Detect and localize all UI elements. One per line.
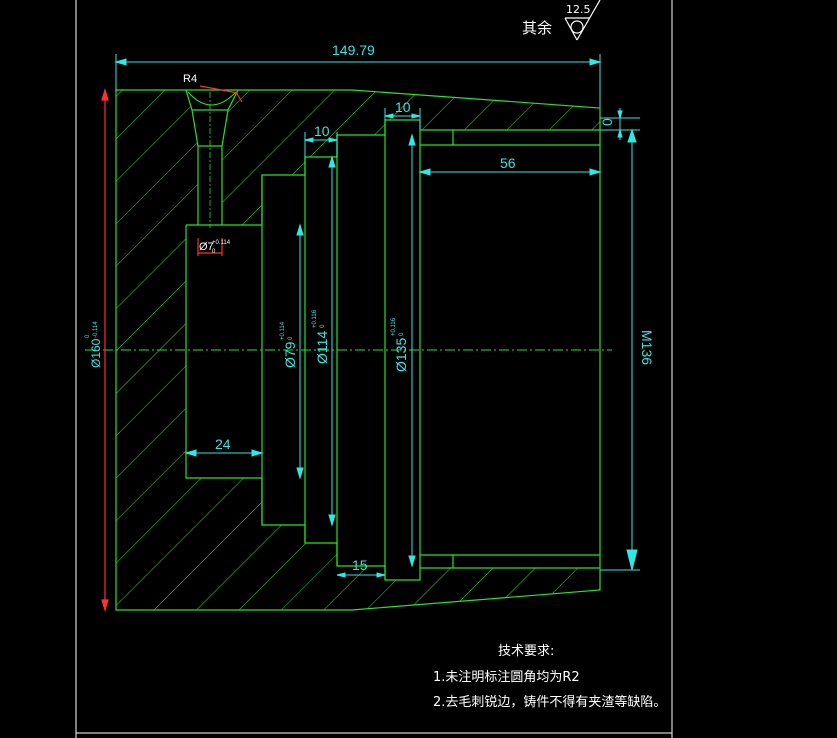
dim-step-width: 15 (352, 557, 368, 573)
dim-bore-dia-group: Ø79 +0.114 0 (280, 321, 298, 368)
dim-bore-dia-tol-lower: 0 (288, 336, 294, 340)
dim-groove-dia-2-tol-upper: +0.116 (391, 317, 397, 336)
dim-groove-dia-2-tol-lower: 0 (399, 332, 405, 336)
dim-groove-dia-2: Ø135 (393, 338, 409, 372)
roughness-symbol: 其余 12.5 (522, 0, 601, 41)
roughness-label: 其余 (522, 19, 552, 37)
dim-hole-dia-tol-lower: 0 (212, 249, 216, 255)
dim-thread-dia: M136 (639, 330, 655, 365)
dim-groove-width-2: 10 (395, 99, 411, 115)
dim-hole-dia: Ø7 (199, 241, 214, 253)
dim-bore-dia-tol-upper: +0.114 (280, 321, 286, 340)
roughness-value: 12.5 (566, 3, 591, 16)
dim-thread-length: 56 (500, 155, 516, 171)
dim-outer-dia: Ø160 (89, 338, 103, 368)
section-hatch (116, 90, 600, 610)
dim-groove-dia-1-tol-upper: +0.116 (312, 309, 318, 328)
dim-groove-width-1: 10 (314, 123, 330, 139)
roughness-check-icon (564, 0, 601, 41)
notes-title: 技术要求: (498, 644, 554, 659)
dim-bore-dia: Ø79 (282, 341, 298, 368)
dim-hole-dia-tol-upper: +0.114 (212, 240, 231, 246)
dim-groove-dia-1-tol-lower: 0 (320, 324, 326, 328)
dimension-lines (114, 54, 640, 578)
technical-notes: 技术要求: 1.未注明标注圆角均为R2 2.去毛刺锐边，铸件不得有夹渣等缺陷。 (433, 644, 666, 710)
dim-bore-depth: 24 (215, 436, 231, 452)
dim-radius: R4 (183, 73, 197, 85)
dim-outer-dia-tol-upper: 0 (85, 334, 91, 338)
drawing-frame (75, 0, 673, 738)
notes-line-2: 2.去毛刺锐边，铸件不得有夹渣等缺陷。 (433, 694, 666, 710)
dim-thread-offset: 0 (599, 118, 615, 126)
dim-outer-dia-group: Ø160 0 -0.114 (85, 321, 103, 368)
dim-groove-dia-1: Ø114 (314, 331, 330, 364)
dim-groove-dia-2-group: Ø135 +0.116 0 (391, 317, 409, 372)
dim-groove-dia-1-group: Ø114 +0.116 0 (312, 309, 330, 364)
dim-overall-length: 149.79 (332, 42, 375, 58)
red-dimensions (101, 85, 243, 613)
dim-outer-dia-tol-lower: -0.114 (93, 321, 99, 338)
dim-hole-dia-group: Ø7 +0.114 0 (199, 240, 231, 255)
notes-line-1: 1.未注明标注圆角均为R2 (433, 670, 580, 685)
